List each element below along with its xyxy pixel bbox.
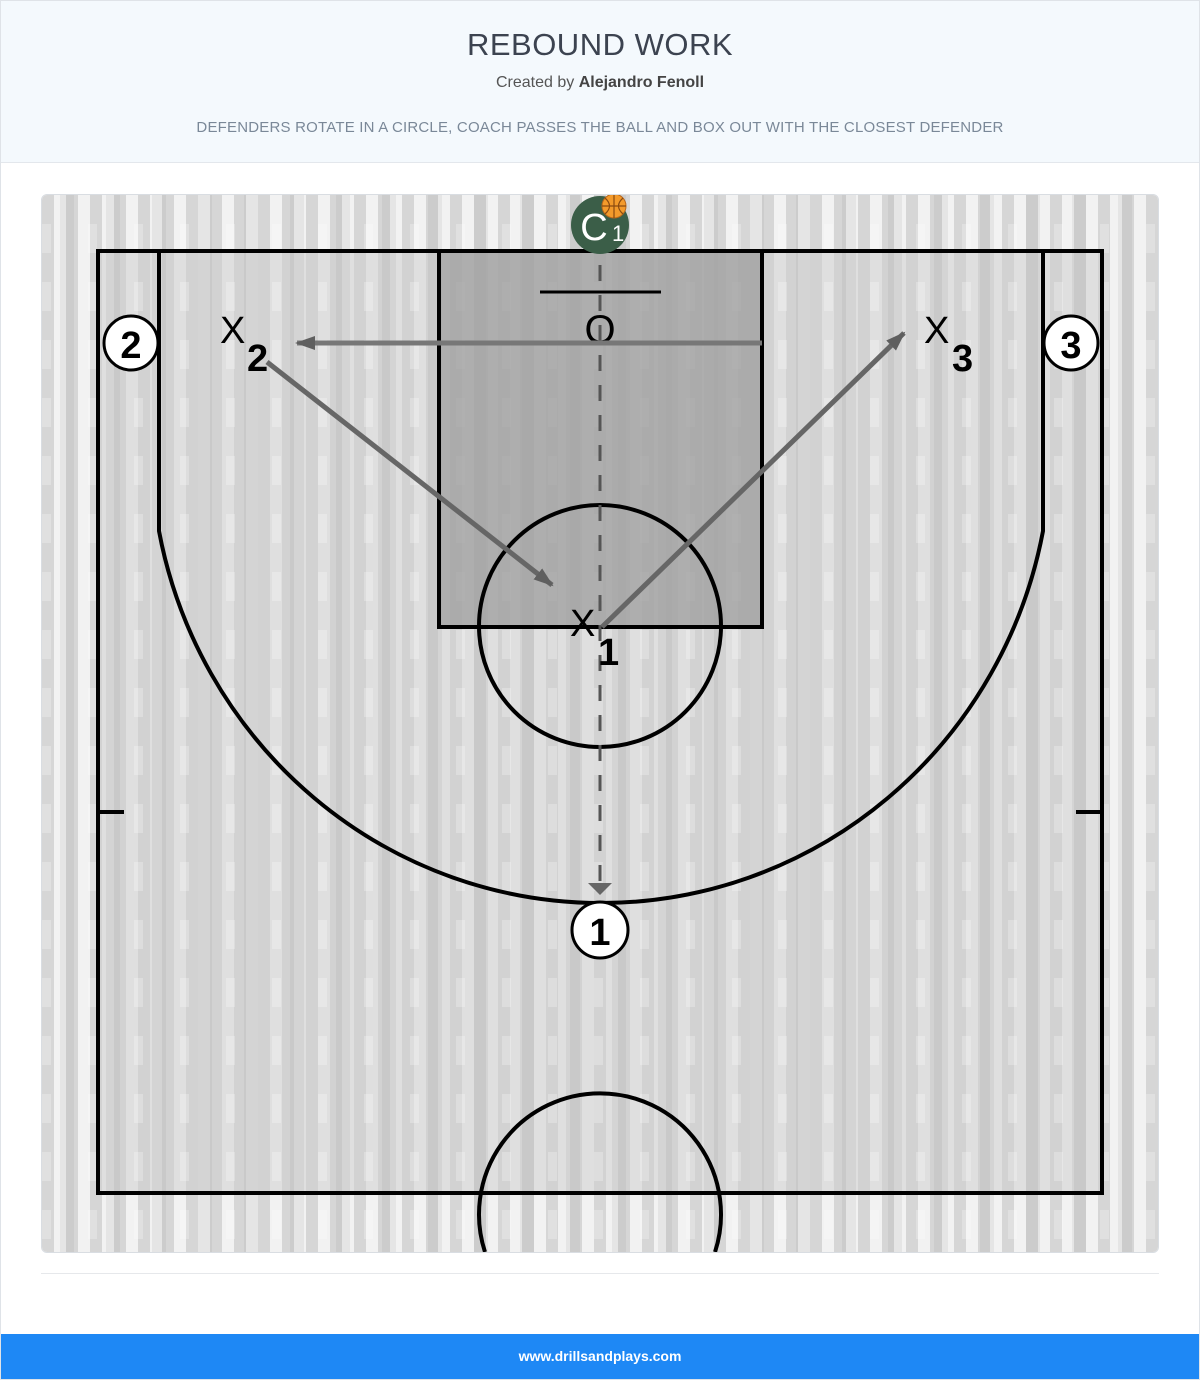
defense-players: X 2 X 3 X 1 bbox=[220, 310, 973, 674]
footer: www.drillsandplays.com bbox=[1, 1334, 1199, 1379]
coach-sub: 1 bbox=[612, 221, 624, 246]
offense-label-3: 3 bbox=[1060, 325, 1081, 367]
coach-label: C bbox=[580, 207, 607, 249]
offense-label-2: 2 bbox=[120, 325, 141, 367]
defender-x3-label: X bbox=[924, 310, 949, 352]
defender-x1: X 1 bbox=[570, 603, 619, 674]
defender-x2-label: X bbox=[220, 310, 245, 352]
defender-x3-sub: 3 bbox=[952, 338, 973, 380]
header: REBOUND WORK Created by Alejandro Fenoll… bbox=[1, 1, 1199, 163]
movement-arrows bbox=[265, 331, 906, 629]
offense-player-1: 1 bbox=[570, 900, 630, 960]
court-svg: O 2 3 1 X bbox=[42, 195, 1158, 1252]
defender-x1-label: X bbox=[570, 603, 595, 645]
offense-player-3: 3 bbox=[1042, 314, 1100, 372]
divider bbox=[41, 1273, 1159, 1274]
page-title: REBOUND WORK bbox=[466, 27, 734, 62]
author-line: Created by Alejandro Fenoll bbox=[1, 74, 1199, 92]
defender-x3: X 3 bbox=[924, 310, 973, 380]
drill-description: DEFENDERS ROTATE IN A CIRCLE, COACH PASS… bbox=[196, 119, 1004, 136]
defender-x1-sub: 1 bbox=[598, 632, 619, 674]
defender-x2-sub: 2 bbox=[247, 338, 268, 380]
cut-line-x2-to-x1 bbox=[265, 360, 554, 587]
footer-site-link[interactable]: www.drillsandplays.com bbox=[518, 1348, 682, 1364]
center-circle bbox=[477, 1091, 723, 1252]
basketball-icon bbox=[601, 195, 627, 219]
offense-label-1: 1 bbox=[589, 912, 610, 954]
drill-diagram: O 2 3 1 X bbox=[41, 194, 1159, 1253]
created-by-label: Created by bbox=[495, 74, 575, 91]
paint-area bbox=[439, 251, 762, 627]
offense-player-2: 2 bbox=[102, 314, 160, 372]
coach: C 1 bbox=[571, 195, 629, 254]
pass-arrowhead bbox=[588, 883, 612, 895]
defender-x2: X 2 bbox=[220, 310, 268, 380]
cut-line-x1-to-x3 bbox=[600, 331, 906, 629]
offense-players: 2 3 1 bbox=[102, 314, 1100, 960]
author-name: Alejandro Fenoll bbox=[578, 74, 705, 91]
